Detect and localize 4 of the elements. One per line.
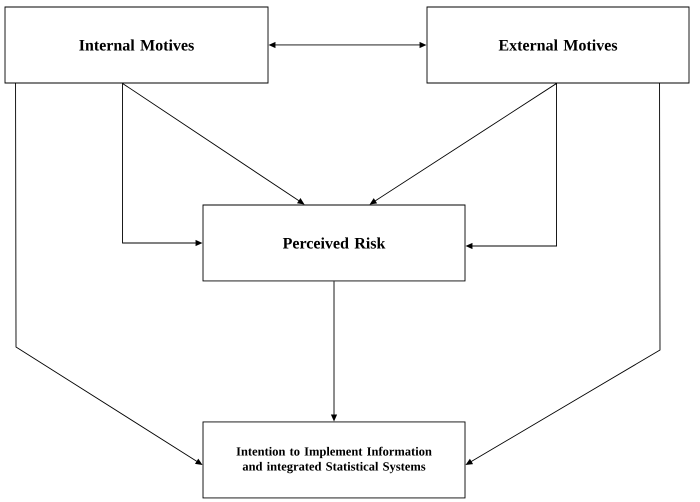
concept-box: Internal Motives — [4, 6, 268, 84]
concept-box: Perceived Risk — [202, 204, 466, 282]
concept-box: External Motives — [426, 6, 690, 84]
concept-box: Intention to Implement Information and integrated Statistical Systems — [202, 422, 466, 498]
